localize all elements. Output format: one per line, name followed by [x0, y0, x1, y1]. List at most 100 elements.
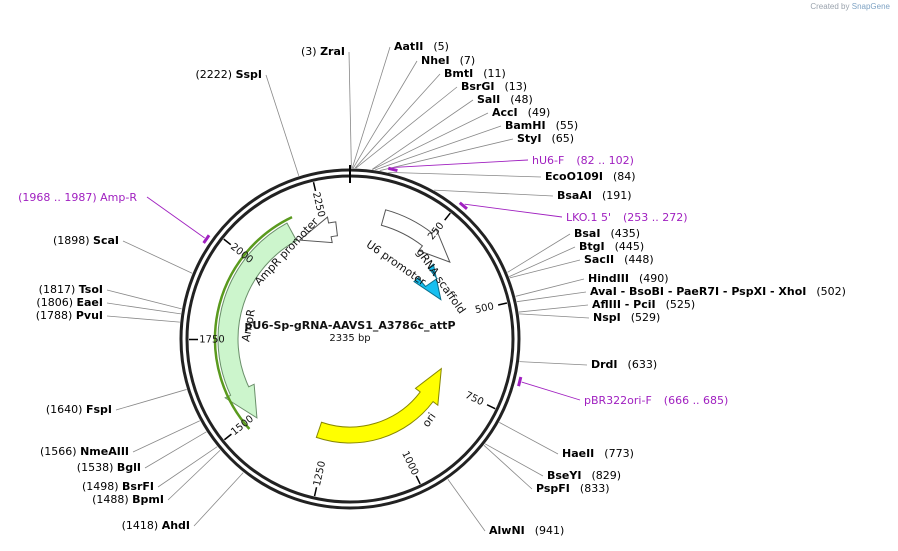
tick-mark: [312, 182, 317, 192]
site-label: (3) ZraI: [301, 45, 345, 58]
site-label: AvaI - BsoBI - PaeR7I - PspXI - XhoI(502…: [590, 285, 846, 298]
leader-line: [515, 278, 585, 297]
site-position: (1898): [53, 234, 93, 247]
primer-label: hU6-F (82 .. 102): [532, 154, 634, 167]
site-label: BsrGI(13): [461, 80, 527, 93]
site-position: (941): [535, 524, 565, 537]
primer-mark: [202, 234, 211, 244]
site-label: (1640) FspI: [46, 403, 112, 416]
enzyme-name: BsaI: [574, 227, 600, 240]
leader-line: [265, 74, 300, 176]
enzyme-name: AatII: [394, 40, 423, 53]
site-position: (2222): [195, 68, 235, 81]
site-label: SalI (48): [477, 93, 533, 106]
enzyme-name: SacII: [584, 253, 614, 266]
feature-u6-promoter: [380, 209, 451, 264]
enzyme-name: ScaI: [93, 234, 119, 247]
enzyme-name: EcoO109I: [545, 170, 603, 183]
site-label: (1498) BsrFI: [82, 480, 154, 493]
leader-line: [106, 289, 182, 310]
site-label: (1817) TsoI: [39, 283, 103, 296]
feature-ori: [315, 367, 442, 444]
tick-mark: [497, 302, 508, 306]
tick-mark: [313, 487, 318, 497]
enzyme-name: AccI: [492, 106, 518, 119]
enzyme-name: SalI: [477, 93, 500, 106]
tick-mark: [444, 212, 451, 221]
tick-label: 2000: [228, 242, 255, 266]
leader-line: [106, 302, 181, 315]
enzyme-name: BpmI: [132, 493, 164, 506]
primer-label: (1968 .. 1987) Amp-R: [18, 191, 137, 204]
enzyme-name: NspI: [593, 311, 621, 324]
site-position: (84): [613, 170, 636, 183]
leader-line: [483, 444, 533, 490]
leader-line: [355, 86, 458, 169]
leader-line: [167, 449, 221, 501]
site-position: (502): [816, 285, 846, 298]
tick-label: 500: [474, 301, 495, 316]
site-position: (1498): [82, 480, 122, 493]
site-position: (13): [504, 80, 527, 93]
site-position: (773): [604, 447, 634, 460]
primer-name: hU6-F: [532, 154, 564, 167]
tick-mark: [486, 404, 496, 410]
primer-mark: [458, 201, 468, 210]
leader-line: [509, 259, 581, 279]
enzyme-name: AhdI: [162, 519, 190, 532]
enzyme-name: HindIII: [588, 272, 629, 285]
leader-line: [193, 472, 244, 527]
site-label: BseYI(829): [547, 469, 621, 482]
tick-label: 1500: [229, 414, 256, 438]
leader-line: [371, 99, 474, 170]
enzyme-name: FspI: [86, 403, 112, 416]
site-label: (1538) BglI: [77, 461, 141, 474]
site-label: HindIII(490): [588, 272, 669, 285]
leader-line: [379, 138, 514, 171]
site-label: NheI(7): [421, 54, 475, 67]
tick-label: 2250: [310, 191, 326, 218]
leader-line: [375, 125, 502, 171]
primer-leader: [521, 381, 581, 401]
site-label: (1488) BpmI: [92, 493, 164, 506]
snapgene-logo: SnapGene: [851, 2, 890, 11]
leader-line: [499, 422, 559, 455]
site-label: BmtI(11): [444, 67, 506, 80]
site-position: (1817): [39, 283, 79, 296]
site-position: (435): [610, 227, 640, 240]
leader-line: [447, 478, 486, 532]
leader-line: [509, 246, 576, 277]
site-position: (829): [591, 469, 621, 482]
site-position: (1418): [122, 519, 162, 532]
plasmid-name: pU6-Sp-gRNA-AAVS1_A3786c_attP: [244, 319, 455, 332]
leader-line: [519, 361, 588, 366]
primer-name: LKO.1 5': [566, 211, 611, 224]
primer-leader: [146, 196, 205, 239]
site-position: (3): [301, 45, 320, 58]
leader-line: [132, 420, 200, 453]
site-label: AlwNI(941): [489, 524, 564, 537]
leader-line: [122, 240, 193, 274]
enzyme-name: BtgI: [579, 240, 605, 253]
site-position: (65): [551, 132, 574, 145]
primer-mark: [517, 376, 523, 387]
site-label: HaeII(773): [562, 447, 634, 460]
site-position: (7): [460, 54, 476, 67]
site-label: BsaAI(191): [557, 189, 632, 202]
leader-line: [507, 233, 571, 273]
primer-range: (82 .. 102): [576, 154, 634, 167]
site-label: (1566) NmeAIII: [40, 445, 129, 458]
leader-line: [388, 171, 542, 178]
feature-ampr-promoter: [298, 216, 338, 244]
site-label: EcoO109I (84): [545, 170, 636, 183]
leader-line: [518, 304, 589, 313]
site-label: BtgI(445): [579, 240, 644, 253]
feature-label-ampr: AmpR: [239, 308, 258, 343]
primer-leader: [464, 203, 563, 218]
leader-line: [484, 443, 544, 477]
leader-line: [106, 315, 180, 323]
site-position: (525): [666, 298, 696, 311]
site-position: (1488): [92, 493, 132, 506]
site-position: (55): [556, 119, 579, 132]
site-position: (48): [510, 93, 533, 106]
